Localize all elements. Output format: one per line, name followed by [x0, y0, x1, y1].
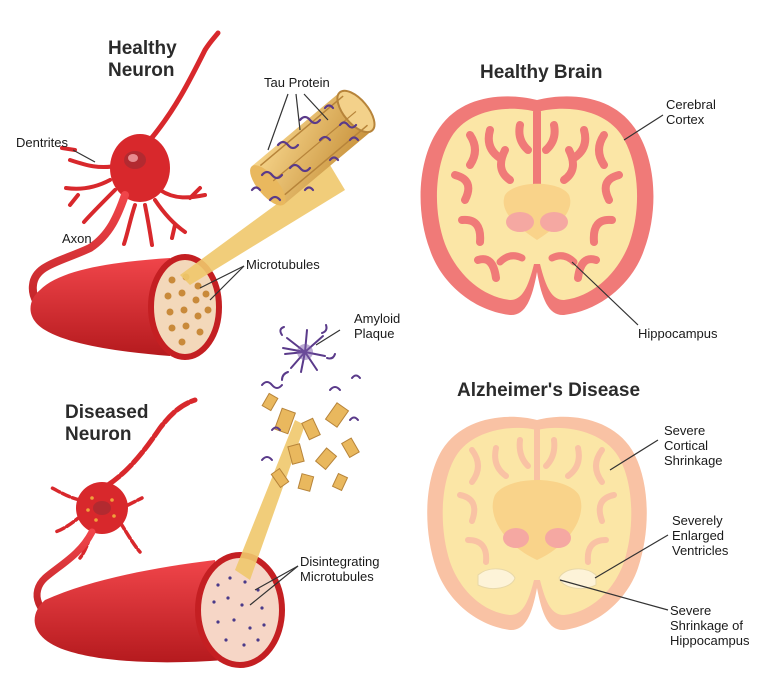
- alzheimers-title: Alzheimer's Disease: [457, 380, 641, 401]
- amyloid-plaque-label: Amyloid Plaque: [354, 311, 401, 341]
- hippocampus-shrinkage-label: Severe Shrinkage of Hippocampus: [670, 603, 750, 648]
- disintegrating-microtubules-label: Disintegrating Microtubules: [300, 554, 380, 584]
- healthy-brain-title: Healthy Brain: [480, 62, 603, 83]
- hippocampus-label: Hippocampus: [638, 326, 718, 341]
- diseased-neuron-title: Diseased Neuron: [65, 402, 149, 445]
- cerebral-cortex-label: Cerebral Cortex: [666, 97, 716, 127]
- enlarged-ventricles-label: Severely Enlarged Ventricles: [672, 513, 729, 558]
- microtubules-label: Microtubules: [246, 257, 320, 272]
- cortical-shrinkage-label: Severe Cortical Shrinkage: [664, 423, 723, 468]
- diseased-neuron: [33, 324, 361, 668]
- dentrites-label: Dentrites: [16, 135, 69, 150]
- tau-protein-label: Tau Protein: [264, 75, 330, 90]
- axon-label: Axon: [62, 231, 92, 246]
- alzheimers-brain: [427, 416, 647, 631]
- leader-lines: [72, 93, 669, 611]
- healthy-brain: [420, 96, 654, 316]
- healthy-neuron: [28, 30, 376, 360]
- healthy-neuron-title: Healthy Neuron: [108, 38, 177, 81]
